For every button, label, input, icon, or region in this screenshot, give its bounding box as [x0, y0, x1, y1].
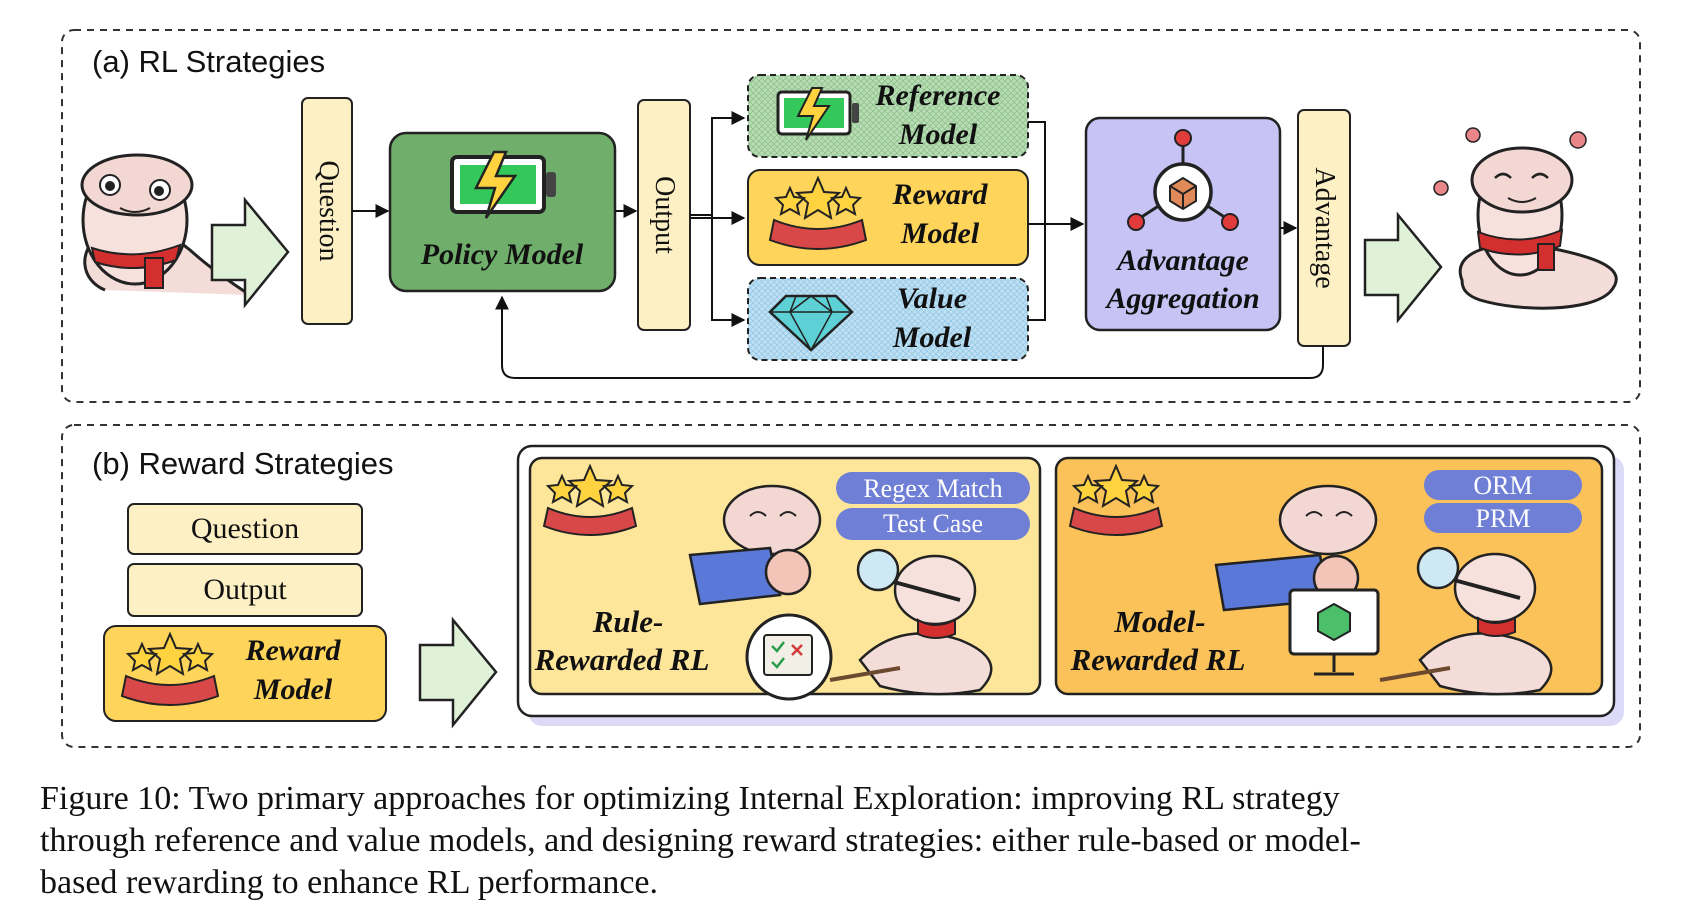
caption-line-1: Figure 10: Two primary approaches for op…	[40, 780, 1340, 817]
question-box-b	[127, 503, 363, 555]
diamond-icon	[768, 294, 854, 352]
snake-mascot-right	[1433, 127, 1618, 310]
panel-a-frame	[61, 29, 1641, 403]
model-rewarded-label-1: Model-	[1113, 604, 1205, 639]
advantage-aggregation-label-1: Advantage	[1115, 244, 1249, 277]
reward-model-label-b-2: Model	[253, 673, 333, 706]
tag-test-case-label: Test Case	[883, 509, 983, 538]
stars-ribbon-icon-b	[120, 631, 220, 706]
caption-line-2: through reference and value models, and …	[40, 822, 1361, 859]
advantage-aggregation-label-2: Aggregation	[1104, 282, 1259, 315]
flow-arrow-a-left	[210, 196, 290, 309]
snake-judge-rule	[688, 484, 833, 701]
policy-model-label: Policy Model	[420, 238, 584, 271]
stars-ribbon-icon-rule	[542, 463, 638, 536]
panel-b-title: (b) Reward Strategies	[92, 446, 394, 481]
stars-ribbon-icon-a	[768, 175, 868, 250]
battery-icon-policy	[450, 150, 556, 219]
battery-icon-reference	[776, 87, 859, 141]
output-label-b: Output	[203, 573, 287, 606]
caption-line-3: based rewarding to enhance RL performanc…	[40, 864, 659, 901]
rule-rewarded-label-2: Rewarded RL	[534, 642, 710, 677]
output-box-b	[127, 563, 363, 617]
value-model-label-1: Value	[897, 282, 967, 315]
tag-test-case: Test Case	[836, 508, 1030, 540]
output-label: Output	[649, 176, 680, 254]
reward-model-label-1: Reward	[891, 178, 988, 211]
flow-arrow-a-right	[1363, 211, 1443, 324]
tag-prm: PRM	[1424, 503, 1582, 533]
model-rewarded-label-2: Rewarded RL	[1070, 642, 1246, 677]
tag-orm-label: ORM	[1473, 471, 1532, 500]
aggregation-hub-icon	[1127, 129, 1239, 231]
tag-orm: ORM	[1424, 470, 1582, 500]
advantage-aggregation-box	[1084, 116, 1282, 332]
tag-prm-label: PRM	[1476, 504, 1531, 533]
figure-caption: Figure 10: Two primary approaches for op…	[40, 778, 1660, 904]
reference-model-label-2: Model	[898, 118, 978, 151]
stars-ribbon-icon-model	[1068, 463, 1164, 536]
advantage-label: Advantage	[1309, 167, 1340, 288]
question-label-b: Question	[191, 512, 299, 545]
value-model-label-2: Model	[892, 321, 972, 354]
rule-rewarded-label-1: Rule-	[592, 604, 664, 639]
snake-inspector-rule	[829, 548, 993, 696]
reference-model-label-1: Reference	[875, 79, 1001, 112]
reward-model-label-2: Model	[900, 217, 980, 250]
monitor-icon	[1288, 588, 1380, 676]
reward-model-label-b-1: Reward	[244, 634, 341, 667]
snake-inspector-model	[1379, 546, 1553, 696]
flow-arrow-b	[418, 616, 498, 729]
tag-regex-match: Regex Match	[836, 472, 1030, 504]
panel-b-frame	[61, 424, 1641, 748]
panel-a-title: (a) RL Strategies	[92, 44, 325, 79]
tag-regex-match-label: Regex Match	[863, 474, 1002, 503]
snake-mascot-left	[80, 153, 251, 297]
feedback-arrow	[495, 295, 1324, 379]
question-label: Question	[313, 160, 344, 261]
